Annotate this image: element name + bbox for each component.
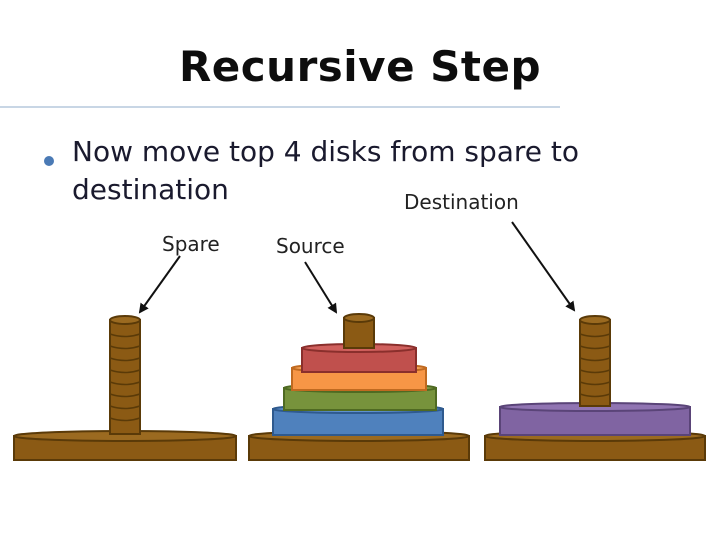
bullet-dot <box>44 156 54 166</box>
source-tower <box>248 313 470 461</box>
title-divider <box>0 106 560 108</box>
source-label: Source <box>276 234 345 258</box>
spare-label: Spare <box>162 232 220 256</box>
spare-base <box>13 430 237 461</box>
disk-purple <box>499 402 691 436</box>
destination-tower <box>484 315 706 461</box>
destination-label: Destination <box>404 190 519 214</box>
spare-arrow <box>138 255 181 314</box>
destination-arrow <box>511 221 576 312</box>
source-peg <box>343 313 375 349</box>
spare-peg <box>109 315 141 435</box>
source-arrow <box>304 261 338 314</box>
spare-tower <box>13 315 237 461</box>
bullet-text: Now move top 4 disks from spare to desti… <box>72 135 580 206</box>
disk-blue <box>272 404 444 436</box>
slide-title: Recursive Step <box>178 42 542 91</box>
disk-red <box>301 343 417 373</box>
destination-peg <box>579 315 611 407</box>
